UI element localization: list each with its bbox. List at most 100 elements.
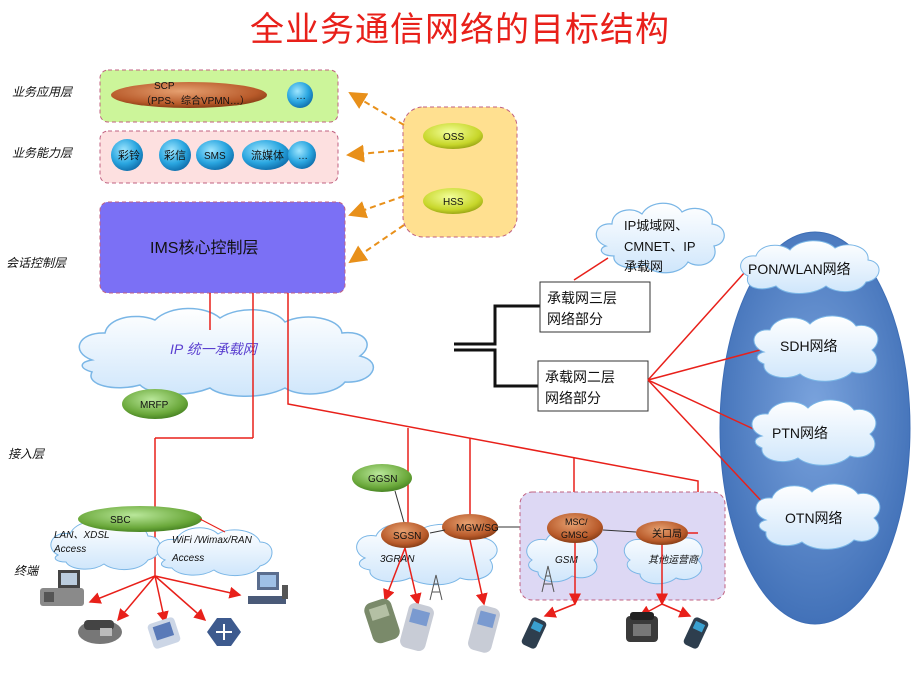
layer-label-capability: 业务能力层 (12, 146, 73, 160)
l2-to-ptn-link (647, 379, 761, 433)
mgw-node (442, 514, 498, 540)
pon-label: PON/WLAN网络 (748, 261, 851, 277)
otn-cloud (755, 483, 881, 550)
l2-to-sdh-link (647, 349, 761, 381)
layer-label-application: 业务应用层 (12, 85, 73, 99)
metro-cloud (595, 202, 725, 274)
bearer-l3-line1: 承载网三层 (547, 290, 617, 306)
hss-node (423, 188, 483, 214)
msc-label-line2: GMSC (561, 530, 589, 540)
lan-access-sublabel: Access (53, 544, 86, 555)
bearer-l2-connector (454, 348, 540, 388)
sgsn-label: SGSN (393, 531, 421, 542)
mgw-label: MGW/SG (456, 523, 499, 534)
bearer-l3-line2: 网络部分 (547, 311, 603, 327)
hss-to-ims-arrow-2 (348, 224, 405, 264)
layer-label-terminal: 终端 (14, 564, 39, 578)
cap-label-3: 流媒体 (251, 148, 284, 162)
oss-to-capability-arrow (346, 144, 405, 163)
ggsn-label: GGSN (368, 474, 397, 485)
sbc-node (78, 506, 202, 532)
oss-node (423, 123, 483, 149)
hss-to-ims-arrow-1 (348, 195, 405, 219)
cap-node-3 (242, 140, 290, 170)
wifi-access-cloud (156, 527, 273, 576)
cap-label-0: 彩铃 (118, 148, 140, 162)
wifi-access-label: WiFi /Wimax/RAN (172, 535, 253, 546)
gsm-phone-icon (521, 617, 547, 649)
sdh-cloud (753, 315, 879, 382)
ggsn-node (352, 464, 412, 492)
mrfp-node (122, 389, 188, 419)
camouflage-phone-icon (364, 598, 400, 644)
ptn-cloud (751, 399, 877, 466)
ip-bearer-cloud (78, 307, 374, 397)
fixed-phone-icon (626, 612, 658, 642)
sgsn-mgw-link (429, 529, 446, 534)
cap-node-4 (288, 141, 316, 169)
sbc-label: SBC (110, 515, 131, 526)
cap-label-4: … (298, 151, 308, 162)
gateway-node (636, 521, 688, 545)
ptn-label: PTN网络 (772, 425, 828, 441)
sgsn-node (381, 522, 429, 548)
metro-cloud-line1: IP城域网、 (624, 218, 688, 233)
msc-gateway-link (602, 529, 637, 533)
videophone-icon (40, 570, 84, 606)
lan-access-label: LAN、XDSL (54, 530, 110, 541)
sdh-label: SDH网络 (780, 338, 838, 354)
pda-icon (147, 617, 181, 649)
ims-label: IMS核心控制层 (150, 239, 258, 257)
layer-label-session: 会话控制层 (6, 256, 67, 270)
scp-detail-label: （PPS、综合VPMN…） (141, 94, 250, 107)
ip-bearer-label: IP 统一承载网 (170, 341, 259, 357)
app-more-label: … (296, 91, 306, 102)
tower-icon (429, 574, 443, 601)
lan-terminal-arrows (88, 575, 242, 624)
gateway-label: 关口局 (652, 527, 682, 540)
l2-to-pon-link (647, 271, 746, 381)
bearer-l2-line2: 网络部分 (545, 390, 601, 406)
other-operator-label: 其他运营商 (648, 554, 700, 566)
metro-cloud-line2: CMNET、IP (624, 239, 696, 254)
layer-label-access: 接入层 (8, 447, 45, 461)
oss-to-application-arrow (348, 91, 405, 126)
cap-label-2: SMS (204, 151, 226, 162)
mobile-phone-icon (400, 602, 434, 652)
desk-phone-icon (78, 620, 122, 644)
scp-label: SCP (154, 81, 175, 92)
metro-cloud-line3: 承载网 (624, 259, 663, 274)
cap-node-2 (196, 140, 234, 170)
hss-label: HSS (443, 197, 464, 208)
computer-icon (248, 572, 288, 604)
bearer-l3-connector (454, 304, 540, 346)
cap-label-1: 彩信 (164, 149, 186, 162)
oss-label: OSS (443, 132, 464, 143)
mrfp-label: MRFP (140, 400, 169, 411)
gsm-label: GSM (555, 555, 578, 566)
msc-node (547, 513, 603, 543)
router-icon (207, 618, 241, 646)
msc-label-line1: MSC/ (565, 517, 588, 527)
ims-core-box (99, 201, 346, 294)
scp-node (111, 82, 267, 108)
gsm-cloud (526, 530, 598, 583)
gsm-phone-icon-2 (683, 617, 709, 649)
mobile-terminal-arrows (383, 539, 692, 618)
otn-label: OTN网络 (785, 510, 843, 526)
ggsn-sgsn-link (394, 490, 406, 527)
pon-cloud (740, 240, 880, 294)
page-title: 全业务通信网络的目标结构 (250, 10, 670, 50)
l2-to-otn-link (647, 379, 769, 509)
app-more-node (287, 82, 313, 108)
bearer-l2-line1: 承载网二层 (545, 369, 615, 385)
l3-to-metro-link (573, 257, 609, 281)
wifi-access-sublabel: Access (171, 553, 204, 564)
cap-node-0 (111, 139, 143, 171)
cap-node-1 (159, 139, 191, 171)
sbc-wifi-link (199, 518, 226, 533)
mobile-phone-icon-2 (468, 605, 500, 653)
bearer-l2-box (537, 360, 649, 412)
bearer-l3-box (539, 281, 651, 333)
